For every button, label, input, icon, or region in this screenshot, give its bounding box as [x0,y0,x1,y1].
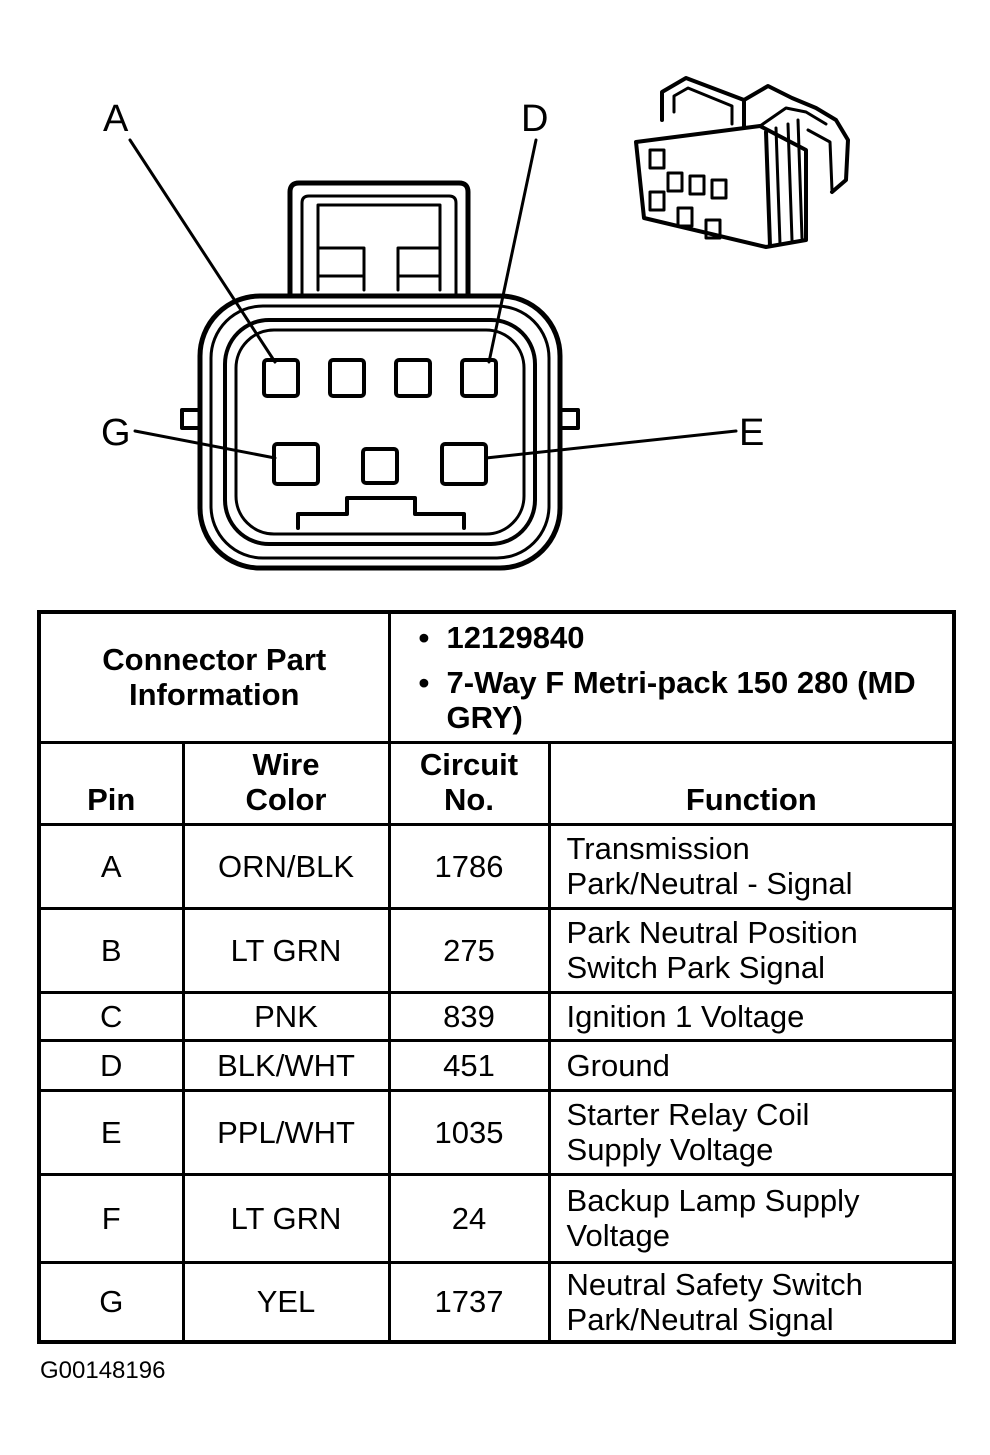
circuit-cell: 275 [387,906,551,994]
function-line1: Ignition 1 Voltage [566,998,805,1034]
cavity-f [361,447,399,485]
pin-cell: G [37,1260,185,1344]
circuit-cell: 1035 [387,1088,551,1176]
cavity-g [272,442,320,486]
pin-cell: D [37,1038,185,1092]
bullet-icon: • [418,619,430,655]
wire-color-cell: LT GRN [181,1172,391,1264]
connector-housing [180,293,580,571]
wire-color-cell: LT GRN [181,906,391,994]
header-circuit-line2: No. [444,781,494,817]
wire-color-cell: BLK/WHT [181,1038,391,1092]
header-wire-color: Wire Color [181,740,391,826]
function-line2: Park/Neutral Signal [566,1301,834,1337]
pin-cell: E [37,1088,185,1176]
connector-info-label: Connector Part Information [37,610,391,744]
pin-cavities [262,358,498,486]
wire-color-cell: YEL [181,1260,391,1344]
header-wire-color-line2: Color [245,781,327,817]
function-line1: Neutral Safety Switch [566,1266,863,1302]
function-line1: Ground [566,1047,670,1083]
cavity-b [328,358,366,398]
table-row: B LT GRN 275 Park Neutral Position Switc… [37,906,956,994]
function-line1: Park Neutral Position [566,915,858,950]
leader-lines [128,138,738,460]
callout-g: G [101,412,131,454]
pin-cell: B [37,906,185,994]
function-cell: Ground [547,1038,956,1092]
header-circuit-line1: Circuit [419,746,519,782]
callout-a: A [103,98,129,140]
cavity-d [460,358,498,398]
header-pin-text: Pin [87,781,136,817]
function-cell: Neutral Safety Switch Park/Neutral Signa… [547,1260,956,1344]
connector-pinout-table: Connector Part Information • 12129840 • 7-… [37,610,957,1344]
circuit-cell: 839 [387,990,551,1042]
connector-3d-view [634,76,850,249]
function-line2: Supply Voltage [566,1132,774,1167]
connector-diagram [128,76,850,571]
header-wire-color-line1: Wire [252,746,320,782]
circuit-cell: 451 [387,1038,551,1092]
cavity-e [440,442,488,486]
figure-id: G00148196 [40,1357,166,1384]
circuit-cell: 1786 [387,822,551,910]
wire-color-cell: PNK [181,990,391,1042]
info-item-connector-type: • 7-Way F Metri-pack 150 280 (MD GRY) [413,665,943,735]
bullet-icon: • [418,664,430,700]
function-line2: Park/Neutral - Signal [566,866,853,901]
table-row: C PNK 839 Ignition 1 Voltage [37,990,956,1042]
callout-d: D [521,98,549,140]
connector-latch [287,180,471,303]
header-pin: Pin [37,740,185,826]
function-cell: Park Neutral Position Switch Park Signal [547,906,956,994]
connector-info-values: • 12129840 • 7-Way F Metri-pack 150 280 (M… [387,610,956,744]
function-cell: Transmission Park/Neutral - Signal [547,822,956,910]
table-row: A ORN/BLK 1786 Transmission Park/Neutral… [37,822,956,910]
function-line1: Backup Lamp Supply [566,1183,860,1218]
header-function-text: Function [685,781,817,817]
function-cell: Backup Lamp Supply Voltage [547,1172,956,1264]
table-row: F LT GRN 24 Backup Lamp Supply Voltage [37,1172,956,1264]
pin-cell: A [37,822,185,910]
function-line2: Voltage [566,1218,670,1253]
header-circuit-no: Circuit No. [387,740,551,826]
function-line2: Switch Park Signal [566,950,825,985]
table-row: D BLK/WHT 451 Ground [37,1038,956,1092]
circuit-cell: 24 [387,1172,551,1264]
info-item-part-number: • 12129840 [413,620,943,655]
connector-type: 7-Way F Metri-pack 150 280 (MD GRY) [446,664,916,735]
pin-cell: F [37,1172,185,1264]
connector-info-list: • 12129840 • 7-Way F Metri-pack 150 280 (M… [413,620,943,735]
function-line1: Transmission [566,831,750,866]
function-cell: Starter Relay Coil Supply Voltage [547,1088,956,1176]
callout-e: E [739,412,765,454]
function-line1: Starter Relay Coil [566,1097,810,1132]
connector-info-label-text: Connector Part Information [102,642,327,713]
function-cell: Ignition 1 Voltage [547,990,956,1042]
connector-info-row: Connector Part Information • 12129840 • 7-… [37,610,956,744]
wire-color-cell: ORN/BLK [181,822,391,910]
table-row: E PPL/WHT 1035 Starter Relay Coil Supply… [37,1088,956,1176]
part-number: 12129840 [446,619,585,655]
header-function: Function [547,740,956,826]
table-header-row: Pin Wire Color Circuit No. Function [37,740,956,826]
cavity-c [394,358,432,398]
pin-cell: C [37,990,185,1042]
cavity-a [262,358,300,398]
table-row: G YEL 1737 Neutral Safety Switch Park/Ne… [37,1260,956,1344]
circuit-cell: 1737 [387,1260,551,1344]
wire-color-cell: PPL/WHT [181,1088,391,1176]
